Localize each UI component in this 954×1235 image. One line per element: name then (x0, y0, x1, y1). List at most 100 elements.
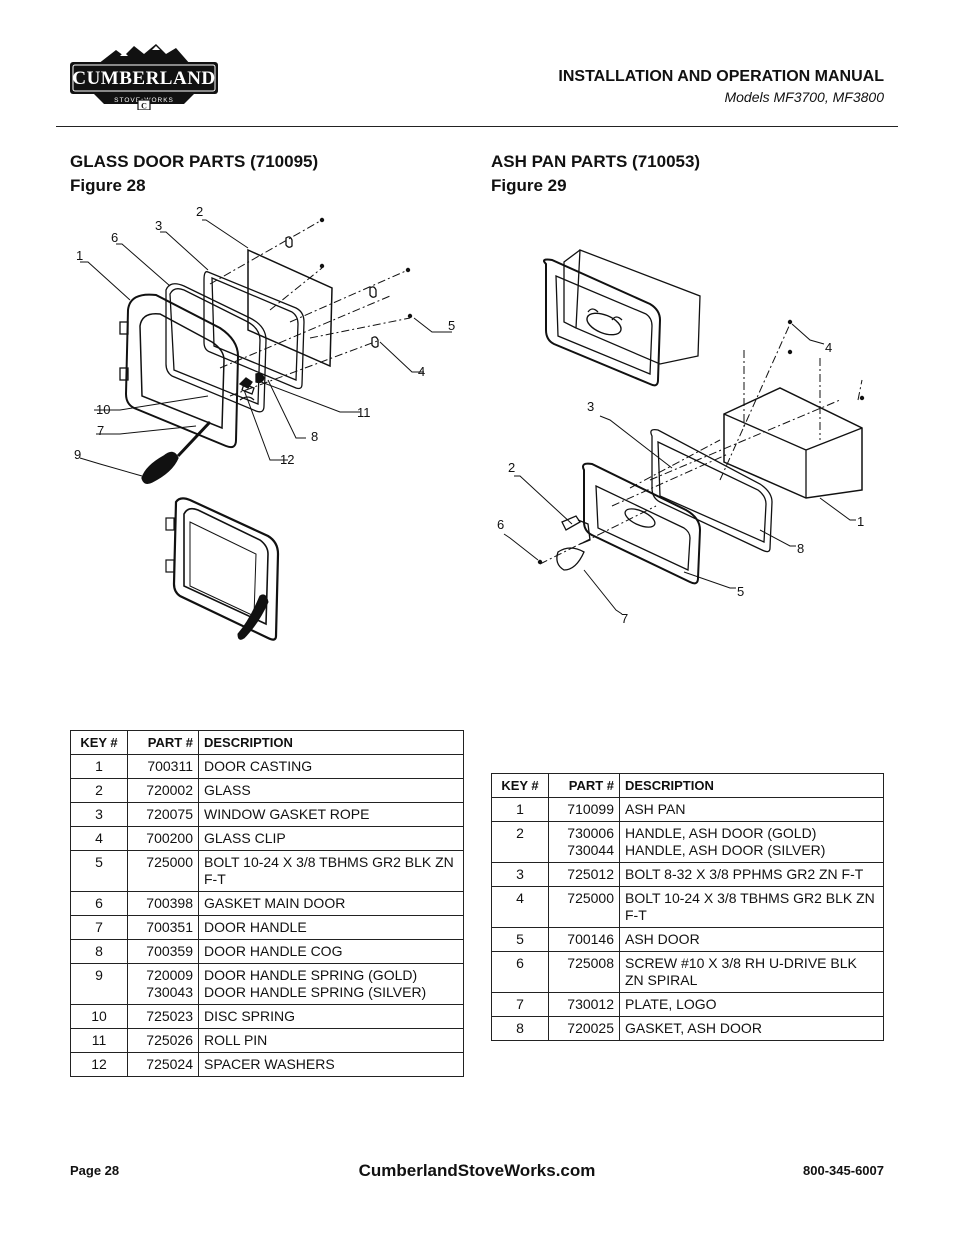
fig28-callout-2: 2 (196, 204, 203, 219)
row-description: DISC SPRING (198, 1004, 464, 1029)
row-part-number: 710099 (548, 797, 620, 822)
col-key-header: KEY # (491, 773, 549, 798)
row-key: 11 (70, 1028, 128, 1053)
fig29-callout-5: 5 (737, 584, 744, 599)
col-description-header: DESCRIPTION (198, 730, 464, 755)
fig28-callout-6: 6 (111, 230, 118, 245)
row-key: 1 (70, 754, 128, 779)
row-part-number: 725026 (127, 1028, 199, 1053)
page-number: Page 28 (70, 1163, 120, 1178)
row-key: 2 (70, 778, 128, 803)
row-part-number: 700359 (127, 939, 199, 964)
row-description: BOLT 8-32 X 3/8 PPHMS GR2 ZN F-T (619, 862, 884, 887)
manual-title: INSTALLATION AND OPERATION MANUAL (558, 68, 884, 85)
table-header-row: KEY # PART # DESCRIPTION (491, 773, 884, 798)
fig28-callout-5: 5 (448, 318, 455, 333)
row-description: BOLT 10-24 X 3/8 TBHMS GR2 BLK ZN F-T (198, 850, 464, 892)
row-key: 8 (491, 1016, 549, 1041)
row-key: 7 (491, 992, 549, 1017)
fig28-callout-8: 8 (311, 429, 318, 444)
row-part-number: 725008 (548, 951, 620, 993)
row-key: 8 (70, 939, 128, 964)
row-part-number: 725024 (127, 1052, 199, 1077)
row-part-number: 725023 (127, 1004, 199, 1029)
row-key: 3 (491, 862, 549, 887)
row-part-number: 720075 (127, 802, 199, 827)
col-description-header: DESCRIPTION (619, 773, 884, 798)
figure-29-label: Figure 29 (491, 176, 567, 195)
row-description: GASKET, ASH DOOR (619, 1016, 884, 1041)
row-part-number: 700146 (548, 927, 620, 952)
row-description: BOLT 10-24 X 3/8 TBHMS GR2 BLK ZN F-T (619, 886, 884, 928)
website-link[interactable]: CumberlandStoveWorks.com (358, 1161, 596, 1180)
row-part-number: 720002 (127, 778, 199, 803)
row-key: 4 (70, 826, 128, 851)
row-description: GLASS (198, 778, 464, 803)
row-key: 2 (491, 821, 549, 863)
manual-models: Models MF3700, MF3800 (724, 89, 884, 105)
header-divider (56, 126, 898, 127)
row-part-number: 700398 (127, 891, 199, 916)
row-key: 5 (491, 927, 549, 952)
row-part-number: 725000 (548, 886, 620, 928)
col-part-header: PART # (548, 773, 620, 798)
phone-number: 800-345-6007 (803, 1163, 884, 1178)
row-description: GASKET MAIN DOOR (198, 891, 464, 916)
fig29-callout-2: 2 (508, 460, 515, 475)
row-key: 9 (70, 963, 128, 1005)
row-description: SPACER WASHERS (198, 1052, 464, 1077)
fig28-callout-1: 1 (76, 248, 83, 263)
row-description: WINDOW GASKET ROPE (198, 802, 464, 827)
row-part-number: 700200 (127, 826, 199, 851)
row-key: 6 (491, 951, 549, 993)
logo-badge-text: C (141, 102, 147, 111)
row-description: HANDLE, ASH DOOR (GOLD) HANDLE, ASH DOOR… (619, 821, 884, 863)
row-part-number: 730006 730044 (548, 821, 620, 863)
row-description: DOOR HANDLE COG (198, 939, 464, 964)
fig28-callout-11: 11 (357, 405, 371, 420)
row-part-number: 720009 730043 (127, 963, 199, 1005)
row-key: 12 (70, 1052, 128, 1077)
row-key: 6 (70, 891, 128, 916)
row-description: PLATE, LOGO (619, 992, 884, 1017)
ash-pan-exploded-diagram: 1 2 3 4 5 6 7 8 (497, 249, 864, 626)
fig28-callout-12: 12 (280, 452, 294, 467)
col-part-header: PART # (127, 730, 199, 755)
row-key: 10 (70, 1004, 128, 1029)
row-description: DOOR HANDLE (198, 915, 464, 940)
row-description: ASH DOOR (619, 927, 884, 952)
row-description: ASH PAN (619, 797, 884, 822)
fig29-callout-4: 4 (825, 340, 832, 355)
row-key: 5 (70, 850, 128, 892)
glass-door-exploded-diagram: 1 2 3 4 5 6 7 8 9 10 11 12 (74, 204, 455, 641)
row-part-number: 700351 (127, 915, 199, 940)
ash-pan-section-title: ASH PAN PARTS (710053) (491, 152, 701, 171)
fig29-callout-7: 7 (621, 611, 628, 626)
fig28-callout-4: 4 (418, 364, 425, 379)
fig29-callout-3: 3 (587, 399, 594, 414)
fig29-callout-6: 6 (497, 517, 504, 532)
fig28-callout-7: 7 (97, 423, 104, 438)
row-key: 1 (491, 797, 549, 822)
